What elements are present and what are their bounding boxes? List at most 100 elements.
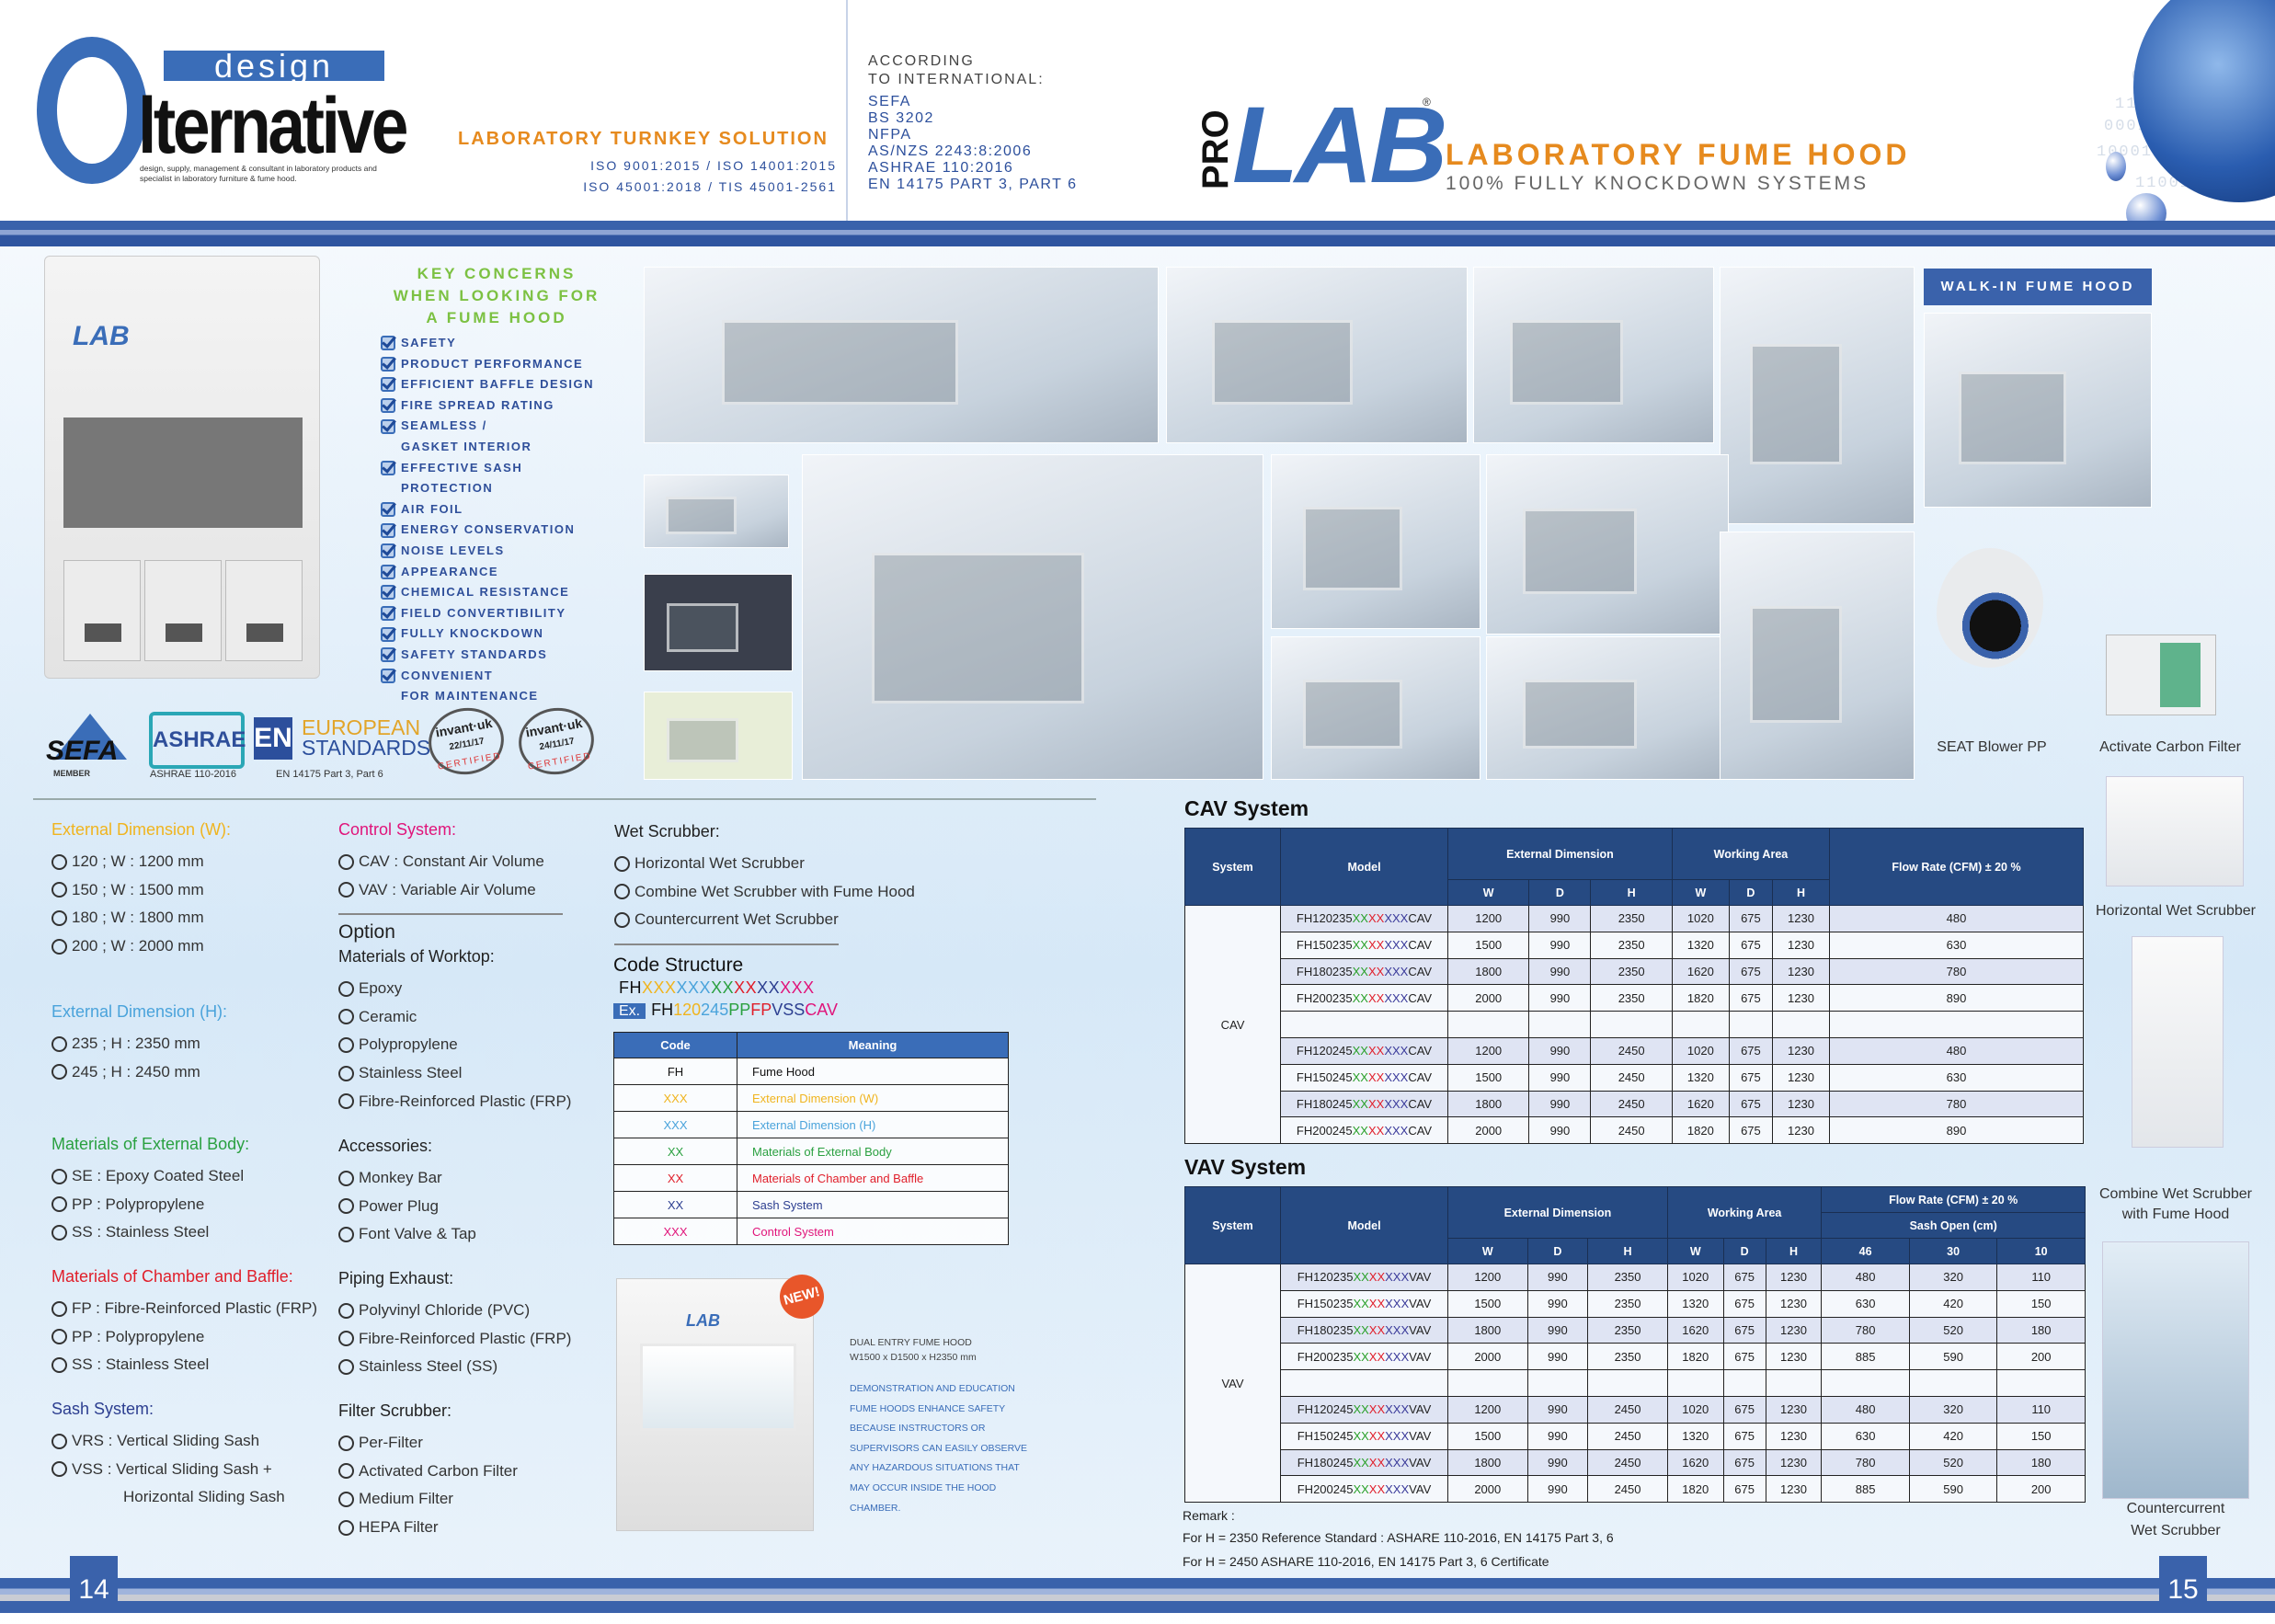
option-radio[interactable]: VAV : Variable Air Volume xyxy=(338,876,544,905)
option-group-title: Wet Scrubber: xyxy=(614,822,720,841)
radio-circle-icon[interactable] xyxy=(338,1198,354,1215)
radio-circle-icon[interactable] xyxy=(51,1356,67,1373)
radio-circle-icon[interactable] xyxy=(51,1329,67,1345)
option-radio[interactable]: SS : Stainless Steel xyxy=(51,1218,249,1247)
option-radio[interactable]: Font Valve & Tap xyxy=(338,1220,476,1249)
radio-circle-icon[interactable] xyxy=(338,1036,354,1053)
radio-circle-icon[interactable] xyxy=(614,855,630,872)
option-radio[interactable]: Polyvinyl Chloride (PVC) xyxy=(338,1297,571,1325)
option-radio[interactable]: PP : Polypropylene xyxy=(51,1191,249,1219)
option-radio[interactable]: Per-Filter xyxy=(338,1429,518,1458)
column-subheader: 10 xyxy=(1996,1238,2086,1264)
option-radio[interactable]: FP : Fibre-Reinforced Plastic (FRP) xyxy=(51,1295,317,1323)
option-radio[interactable]: SE : Epoxy Coated Steel xyxy=(51,1162,249,1191)
radio-circle-icon[interactable] xyxy=(338,1491,354,1507)
radio-circle-icon[interactable] xyxy=(51,1064,67,1081)
radio-circle-icon[interactable] xyxy=(614,884,630,900)
radio-circle-icon[interactable] xyxy=(51,1168,67,1184)
value-cell: 1020 xyxy=(1671,1036,1730,1065)
option-radio[interactable]: Countercurrent Wet Scrubber xyxy=(614,906,915,934)
option-radio[interactable]: 235 ; H : 2350 mm xyxy=(51,1030,227,1058)
radio-circle-icon[interactable] xyxy=(338,1463,354,1480)
option-label: Stainless Steel (SS) xyxy=(359,1357,498,1376)
key-concern-label: AIR FOIL xyxy=(401,501,463,516)
model-mask-segment: XX xyxy=(1367,938,1385,953)
option-radio[interactable]: Monkey Bar xyxy=(338,1164,476,1193)
radio-circle-icon[interactable] xyxy=(51,938,67,955)
radio-circle-icon[interactable] xyxy=(51,1433,67,1449)
option-label: Medium Filter xyxy=(359,1490,453,1508)
radio-circle-icon[interactable] xyxy=(338,1226,354,1242)
option-radio[interactable]: Fibre-Reinforced Plastic (FRP) xyxy=(338,1087,571,1115)
option-radio[interactable]: 120 ; W : 1200 mm xyxy=(51,848,231,876)
option-radio[interactable]: 200 ; W : 2000 mm xyxy=(51,932,231,961)
key-concern-item: SAFETY xyxy=(381,333,594,354)
value-cell: 990 xyxy=(1526,1422,1589,1450)
description-line: FUME HOODS ENHANCE SAFETY xyxy=(850,1402,1006,1414)
option-radio[interactable]: VRS : Vertical Sliding Sash xyxy=(51,1427,285,1456)
radio-circle-icon[interactable] xyxy=(51,1035,67,1052)
radio-circle-icon[interactable] xyxy=(338,853,354,870)
option-label: 200 ; W : 2000 mm xyxy=(72,937,204,955)
radio-circle-icon[interactable] xyxy=(51,853,67,870)
option-radio[interactable]: Combine Wet Scrubber with Fume Hood xyxy=(614,878,915,907)
value-cell: 2350 xyxy=(1590,957,1673,986)
model-mask-segment: XX xyxy=(1352,990,1368,1005)
value-cell: 590 xyxy=(1908,1475,1998,1504)
model-mask-segment: XXX xyxy=(1384,1123,1409,1138)
radio-circle-icon[interactable] xyxy=(338,1009,354,1025)
option-radio[interactable]: SS : Stainless Steel xyxy=(51,1351,317,1379)
blower-caption: SEAT Blower PP xyxy=(1937,739,2047,755)
option-radio[interactable]: VSS : Vertical Sliding Sash + xyxy=(51,1456,285,1484)
option-radio[interactable]: Stainless Steel xyxy=(338,1059,571,1088)
radio-circle-icon[interactable] xyxy=(338,1358,354,1375)
value-cell: 885 xyxy=(1821,1475,1910,1504)
radio-circle-icon[interactable] xyxy=(338,1170,354,1186)
option-radio[interactable]: HEPA Filter xyxy=(338,1514,518,1542)
radio-circle-icon[interactable] xyxy=(338,1331,354,1347)
empty-cell xyxy=(1996,1369,2086,1397)
radio-circle-icon[interactable] xyxy=(338,1435,354,1451)
option-radio[interactable]: CAV : Constant Air Volume xyxy=(338,848,544,876)
key-concern-item: PROTECTION xyxy=(381,478,594,499)
option-label: Combine Wet Scrubber with Fume Hood xyxy=(634,882,915,900)
option-radio[interactable]: Stainless Steel (SS) xyxy=(338,1353,571,1381)
radio-circle-icon[interactable] xyxy=(614,911,630,928)
option-label: Fibre-Reinforced Plastic (FRP) xyxy=(359,1329,572,1347)
radio-circle-icon[interactable] xyxy=(51,1224,67,1241)
model-mask-segment: XX xyxy=(1368,1270,1386,1285)
radio-circle-icon[interactable] xyxy=(338,1519,354,1536)
value-cell: 1020 xyxy=(1666,1395,1724,1424)
code-segment: FH xyxy=(619,978,642,997)
remark-line: For H = 2450 ASHARE 110-2016, EN 14175 P… xyxy=(1183,1554,1549,1569)
value-cell: 1230 xyxy=(1765,1343,1823,1371)
option-radio[interactable]: Horizontal Wet Scrubber xyxy=(614,850,915,878)
option-radio[interactable]: Polypropylene xyxy=(338,1031,571,1059)
option-radio[interactable]: 150 ; W : 1500 mm xyxy=(51,876,231,905)
option-radio[interactable]: 245 ; H : 2450 mm xyxy=(51,1058,227,1087)
radio-circle-icon[interactable] xyxy=(338,882,354,898)
model-prefix: FH180245 xyxy=(1297,1455,1354,1470)
option-radio[interactable]: Medium Filter xyxy=(338,1485,518,1514)
model-cell: FH150245XXXXXXXCAV xyxy=(1280,1063,1448,1092)
value-cell: 675 xyxy=(1728,905,1773,932)
option-radio[interactable]: Ceramic xyxy=(338,1003,571,1032)
radio-circle-icon[interactable] xyxy=(51,1461,67,1478)
option-group-title: Control System: xyxy=(338,820,457,839)
radio-circle-icon[interactable] xyxy=(51,1196,67,1213)
option-radio[interactable]: Epoxy xyxy=(338,975,571,1003)
radio-circle-icon[interactable] xyxy=(51,1300,67,1317)
radio-circle-icon[interactable] xyxy=(338,980,354,997)
value-cell: 990 xyxy=(1528,1036,1592,1065)
option-radio[interactable]: 180 ; W : 1800 mm xyxy=(51,904,231,932)
option-radio[interactable]: Activated Carbon Filter xyxy=(338,1458,518,1486)
radio-circle-icon[interactable] xyxy=(51,882,67,898)
option-radio[interactable]: PP : Polypropylene xyxy=(51,1323,317,1352)
radio-circle-icon[interactable] xyxy=(338,1065,354,1081)
radio-circle-icon[interactable] xyxy=(51,909,67,926)
value-cell: 1230 xyxy=(1765,1475,1823,1504)
radio-circle-icon[interactable] xyxy=(338,1302,354,1319)
option-radio[interactable]: Power Plug xyxy=(338,1193,476,1221)
option-radio[interactable]: Fibre-Reinforced Plastic (FRP) xyxy=(338,1325,571,1354)
radio-circle-icon[interactable] xyxy=(338,1093,354,1110)
